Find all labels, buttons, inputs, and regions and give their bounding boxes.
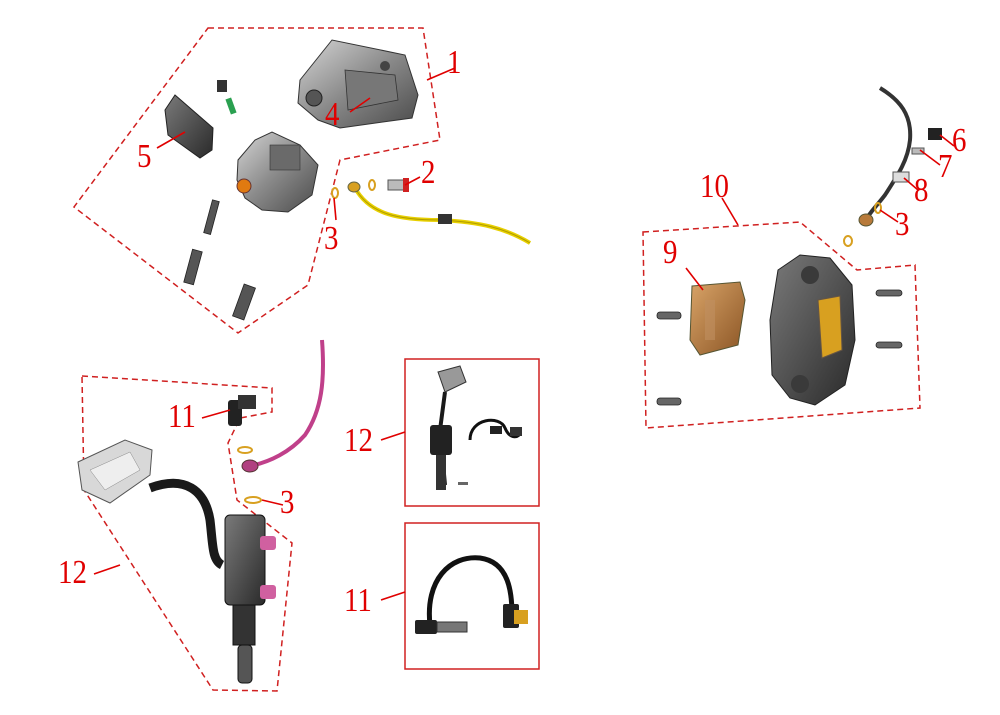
line-clip [928, 128, 942, 140]
reservoir-hose [148, 478, 225, 570]
brake-pads-front [164, 94, 214, 159]
callout-1: 1 [447, 44, 462, 81]
bleed-screw [217, 80, 237, 115]
callout-5: 5 [137, 138, 152, 175]
rear-caliper-group-outline [642, 221, 921, 429]
inset-master-cylinder [430, 365, 522, 490]
rear-brake-pad [689, 281, 746, 356]
callout-11-inset: 11 [344, 582, 372, 619]
front-caliper [236, 131, 319, 213]
group-outlines [72, 27, 921, 692]
callout-9: 9 [663, 234, 678, 271]
rear-brake-line [843, 86, 942, 247]
callout-3-front: 3 [324, 220, 339, 257]
crush-washers-front [331, 179, 376, 199]
callout-10: 10 [700, 168, 729, 205]
master-cylinder-group-outline [81, 375, 293, 692]
callout-3-rear-master: 3 [280, 484, 295, 521]
front-brake-hose [347, 181, 532, 245]
rear-brake-hose [237, 339, 325, 504]
front-caliper-group-outline [72, 27, 441, 334]
callout-3-rear: 3 [895, 206, 910, 243]
inset-frame-cable [404, 522, 540, 670]
rear-caliper-pins [656, 289, 903, 406]
callout-12-inset: 12 [344, 422, 373, 459]
callout-12-main: 12 [58, 554, 87, 591]
callout-2: 2 [421, 154, 436, 191]
callout-11-main: 11 [168, 398, 196, 435]
inset-cable [415, 555, 528, 634]
callout-8: 8 [914, 172, 929, 209]
caliper-bolts [183, 199, 256, 321]
callout-4: 4 [325, 96, 340, 133]
leader-lines [93, 67, 955, 601]
callout-7: 7 [938, 148, 953, 185]
caliper-bracket [297, 39, 419, 129]
callout-6: 6 [952, 122, 967, 159]
brake-light-switch-cable [228, 395, 256, 426]
rear-caliper [769, 254, 856, 406]
rear-master-cylinder [224, 514, 276, 684]
fluid-reservoir [77, 439, 153, 504]
